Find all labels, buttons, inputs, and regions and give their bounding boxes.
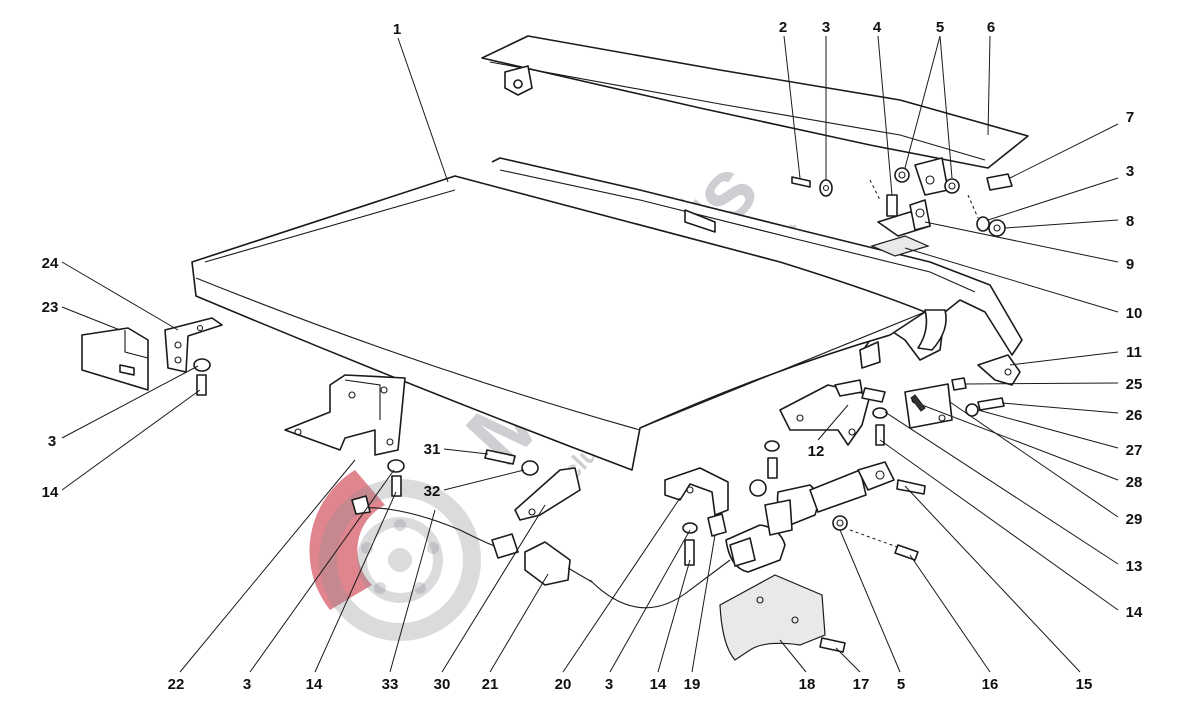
washer-3a <box>819 179 833 197</box>
bolt-26 <box>977 397 1005 411</box>
callout-13: 13 <box>1126 558 1143 575</box>
callout-32: 32 <box>424 483 441 500</box>
leader-lines <box>61 35 1119 673</box>
callout-27: 27 <box>1126 442 1143 459</box>
engine-lid <box>191 157 1023 471</box>
callout-21: 21 <box>482 676 499 693</box>
screw-17 <box>819 637 846 653</box>
callout-8: 8 <box>1126 213 1134 230</box>
watermark-wheel-logo <box>309 470 481 641</box>
connector-21 <box>524 541 571 586</box>
nut-5b <box>832 515 848 531</box>
callout-11: 11 <box>1126 344 1142 361</box>
callout-4: 4 <box>873 19 882 36</box>
callout-16: 16 <box>982 676 999 693</box>
lid-actuator <box>524 440 926 661</box>
callout-30: 30 <box>434 676 451 693</box>
latch-assembly <box>779 354 1021 446</box>
callout-3: 3 <box>48 433 56 450</box>
callout-25: 25 <box>1126 376 1143 393</box>
callout-28: 28 <box>1126 474 1143 491</box>
callout-15: 15 <box>1076 676 1093 693</box>
left-hardware <box>81 317 581 559</box>
nut-8 <box>988 219 1006 237</box>
callout-18: 18 <box>799 676 816 693</box>
bracket-12 <box>779 384 871 446</box>
bracket-30 <box>514 467 581 521</box>
callout-31: 31 <box>424 441 441 458</box>
callout-9: 9 <box>1126 256 1134 273</box>
bracket-24 <box>164 317 223 373</box>
callout-10: 10 <box>1126 305 1143 322</box>
screw-14d <box>196 374 207 396</box>
hinge-hardware <box>791 157 1013 257</box>
callout-3: 3 <box>1126 163 1134 180</box>
callout-19: 19 <box>684 676 701 693</box>
callout-33: 33 <box>382 676 399 693</box>
bushing-7 <box>986 173 1013 191</box>
callout-7: 7 <box>1126 109 1134 126</box>
nut-actuator <box>749 479 767 497</box>
pin-25 <box>951 377 967 391</box>
screw-14c <box>391 475 402 497</box>
actuator-rod <box>809 469 867 513</box>
callout-17: 17 <box>853 676 870 693</box>
clip-19 <box>707 513 727 537</box>
callout-2: 2 <box>779 19 787 36</box>
panel-23 <box>81 327 149 391</box>
sensor-33 <box>351 495 371 515</box>
bolt-2 <box>791 176 811 188</box>
callout-1: 1 <box>393 21 401 38</box>
callout-5: 5 <box>897 676 905 693</box>
callout-22: 22 <box>168 676 185 693</box>
callout-labels: 1 2 3 4 5 6 7 3 8 9 10 11 25 26 27 28 29… <box>42 19 1143 693</box>
callout-3: 3 <box>822 19 830 36</box>
callout-12: 12 <box>808 443 825 460</box>
washer-3-latch <box>872 407 888 419</box>
cover-18 <box>719 574 826 661</box>
washer-3d <box>387 459 405 473</box>
callout-29: 29 <box>1126 511 1143 528</box>
latch-plate <box>904 383 953 429</box>
callout-3: 3 <box>243 676 251 693</box>
callout-24: 24 <box>42 255 59 272</box>
bolt-4 <box>886 194 898 217</box>
bolt-15 <box>896 479 926 495</box>
callout-14: 14 <box>1126 604 1143 621</box>
washer-32 <box>521 460 539 476</box>
washer-3c <box>682 522 698 534</box>
gasket-10 <box>870 235 930 257</box>
bracket-22 <box>284 374 406 456</box>
latch-hook-11 <box>977 354 1021 386</box>
callout-26: 26 <box>1126 407 1143 424</box>
bolt-31 <box>484 449 516 465</box>
callout-14: 14 <box>42 484 59 501</box>
screw-14b <box>684 539 695 566</box>
spring-28 <box>910 394 926 412</box>
screw-16 <box>894 544 919 561</box>
callout-20: 20 <box>555 676 572 693</box>
callout-23: 23 <box>42 299 59 316</box>
callout-14: 14 <box>650 676 667 693</box>
spoiler-blade <box>481 35 1029 169</box>
bracket-20 <box>664 467 729 516</box>
washer-3b <box>976 216 990 232</box>
callout-6: 6 <box>987 19 995 36</box>
callout-3: 3 <box>605 676 613 693</box>
washer-3e <box>193 358 211 372</box>
screw-14-latch <box>875 424 885 446</box>
callout-5: 5 <box>936 19 944 36</box>
callout-14: 14 <box>306 676 323 693</box>
